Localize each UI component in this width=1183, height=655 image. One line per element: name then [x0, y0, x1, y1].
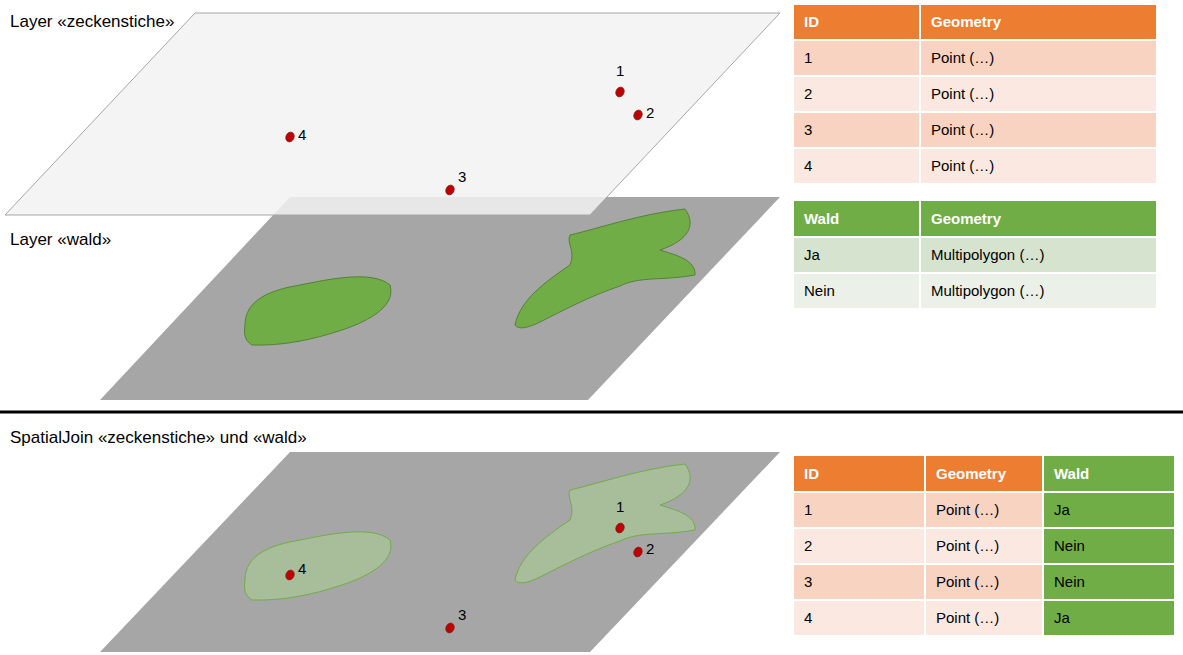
tick-bite-points [284, 522, 643, 634]
table-cell: Nein [793, 273, 920, 309]
table-cell: 1 [793, 492, 925, 528]
point-number: 1 [616, 498, 624, 516]
layer-plane [100, 197, 780, 400]
point-number: 3 [458, 168, 466, 186]
table-cell: Ja [793, 237, 920, 273]
table-cell: Multipolygon (…) [920, 273, 1157, 309]
point-number: 2 [646, 104, 654, 122]
tick-bite-points [284, 86, 643, 196]
table-cell: Nein [1043, 564, 1175, 600]
table-cell: Point (…) [920, 112, 1157, 148]
table-cell: Nein [1043, 528, 1175, 564]
section-title: SpatialJoin «zeckenstiche» und «wald» [10, 428, 307, 448]
forest-areas-joined [245, 464, 695, 600]
table-cell: 2 [793, 528, 925, 564]
point-number: 4 [298, 560, 306, 578]
forest-area [515, 209, 695, 328]
table-cell: Point (…) [925, 528, 1043, 564]
table-cell: 2 [793, 76, 920, 112]
table-header-cell: Geometry [920, 200, 1157, 237]
table-cell: Point (…) [925, 600, 1043, 636]
table-header-cell: Wald [793, 200, 920, 237]
table-cell: 1 [793, 40, 920, 76]
divider-line [0, 411, 1183, 414]
table-cell: Point (…) [925, 564, 1043, 600]
layer-title: Layer «zeckenstiche» [10, 12, 174, 32]
table-cell: 3 [793, 112, 920, 148]
table-cell: Ja [1043, 600, 1175, 636]
layer-plane [5, 13, 780, 215]
forest-area [245, 277, 391, 345]
table-header-cell: Geometry [920, 4, 1157, 40]
layer-title: Layer «wald» [10, 230, 111, 250]
table-cell: Ja [1043, 492, 1175, 528]
layer-plane [100, 452, 780, 652]
table-header-cell: Geometry [925, 455, 1043, 492]
table-cell: 4 [793, 148, 920, 184]
table-cell: Point (…) [920, 40, 1157, 76]
table-cell: Multipolygon (…) [920, 237, 1157, 273]
point-number: 2 [646, 540, 654, 558]
table-header-cell: Wald [1043, 455, 1175, 492]
point-number: 3 [458, 606, 466, 624]
table-cell: Point (…) [925, 492, 1043, 528]
table-cell: Point (…) [920, 148, 1157, 184]
table-cell: Point (…) [920, 76, 1157, 112]
table-cell: 3 [793, 564, 925, 600]
point-number: 1 [616, 62, 624, 80]
point-number: 4 [298, 126, 306, 144]
table-header-cell: ID [793, 455, 925, 492]
table-header-cell: ID [793, 4, 920, 40]
table-cell: 4 [793, 600, 925, 636]
